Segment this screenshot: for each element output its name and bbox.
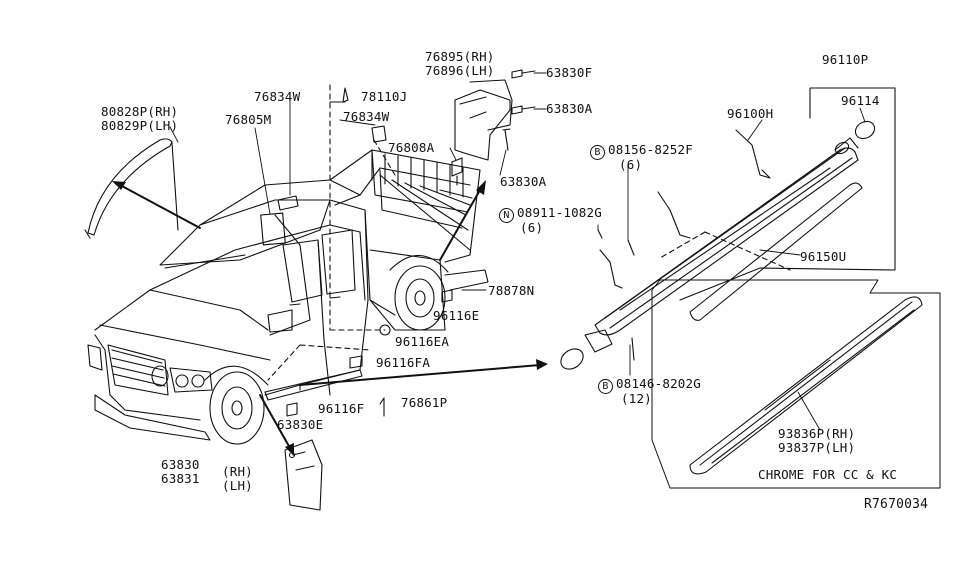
label-93836p-rh: 93836P(RH)	[778, 426, 856, 441]
label-63830: 63830	[161, 457, 200, 472]
nut-n-symbol: N	[499, 208, 514, 223]
label-qty-6-b: (6)	[520, 220, 544, 235]
label-80829p-lh: 80829P(LH)	[101, 118, 179, 133]
label-96116e: 96116E	[433, 308, 480, 323]
label-80828p-rh: 80828P(RH)	[101, 104, 179, 119]
label-96150u: 96150U	[800, 249, 847, 264]
label-76896-lh: 76896(LH)	[425, 63, 495, 78]
label-63830e: 63830E	[277, 417, 324, 432]
label-96116ea: 96116EA	[395, 334, 450, 349]
label-lh: (LH)	[222, 478, 253, 493]
label-76805m: 76805M	[225, 112, 272, 127]
front-mud-flap-part	[284, 439, 323, 511]
label-76861p: 76861P	[401, 395, 448, 410]
bolt-b-symbol-2: B	[598, 379, 613, 394]
label-qty-6-a: (6)	[619, 157, 643, 172]
label-96116fa: 96116FA	[376, 355, 431, 370]
label-76895-rh: 76895(RH)	[425, 49, 495, 64]
reference-code: R7670034	[864, 497, 929, 512]
label-qty-12: (12)	[621, 391, 652, 406]
label-63830a-lower: 63830A	[500, 174, 547, 189]
leader-lines	[169, 72, 866, 431]
chrome-caption: CHROME FOR CC & KC	[758, 467, 898, 482]
label-96110p: 96110P	[822, 52, 869, 67]
label-63830f: 63830F	[546, 65, 593, 80]
label-96116f: 96116F	[318, 401, 365, 416]
bolt-b-symbol: B	[590, 145, 605, 160]
label-76808a: 76808A	[388, 140, 435, 155]
pickup-truck-illustration	[87, 149, 481, 445]
rear-mud-flap-part	[454, 89, 511, 161]
decal-part	[260, 212, 286, 246]
label-78878n: 78878N	[488, 283, 535, 298]
label-93837p-lh: 93837P(LH)	[778, 440, 856, 455]
label-96114: 96114	[841, 93, 880, 108]
clip-part	[277, 195, 299, 211]
label-96100h: 96100H	[727, 106, 774, 121]
label-rh: (RH)	[222, 464, 253, 479]
running-board-assembly	[560, 87, 896, 370]
arrow-heads	[112, 180, 548, 456]
label-76834w-top: 76834W	[254, 89, 301, 104]
roof-molding-part	[87, 138, 173, 236]
label-63830a: 63830A	[546, 101, 593, 116]
label-78110j: 78110J	[361, 89, 408, 104]
chrome-step-board-box	[651, 279, 941, 489]
label-76834w-pad: 76834W	[343, 109, 390, 124]
assembly-arrows	[119, 184, 541, 449]
label-63831: 63831	[161, 471, 200, 486]
